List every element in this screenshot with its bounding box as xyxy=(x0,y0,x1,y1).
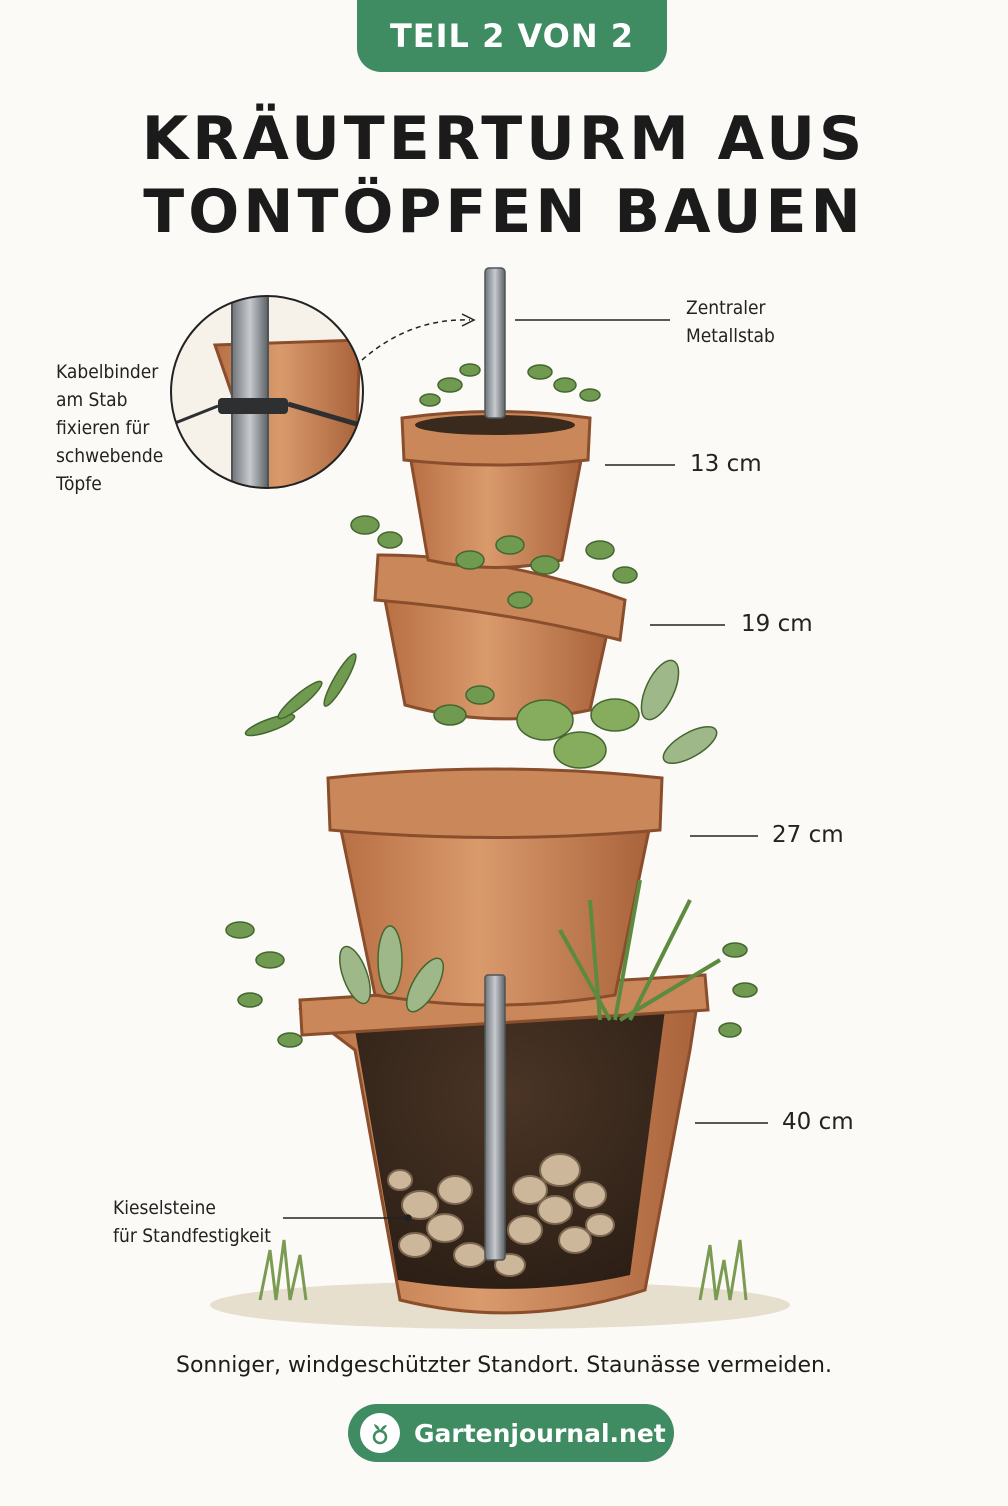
pot-size-13cm: 13 cm xyxy=(690,451,762,477)
stones-label-line-2: für Standfestigkeit xyxy=(113,1225,271,1247)
part-badge: TEIL 2 VON 2 xyxy=(357,0,667,72)
central-metal-rod xyxy=(484,267,506,419)
pot-size-40cm: 40 cm xyxy=(782,1109,854,1135)
zip-tie-detail-inset xyxy=(170,295,476,489)
pot-19cm xyxy=(373,553,627,721)
location-tip: Sonniger, windgeschützter Standort. Stau… xyxy=(175,1353,832,1378)
pot-27cm-rim xyxy=(326,767,664,839)
zip-tie-label-line-1: Kabelbinder xyxy=(56,361,159,383)
brand-pill[interactable]: Gartenjournal.net xyxy=(348,1404,674,1462)
pot-size-27cm: 27 cm xyxy=(772,822,844,848)
leader-lines xyxy=(283,319,768,1222)
part-badge-text: TEIL 2 VON 2 xyxy=(389,17,635,55)
central-metal-rod-cutaway xyxy=(484,974,506,1261)
pot-13cm xyxy=(400,410,592,569)
rod-label: Zentraler Metallstab xyxy=(686,294,775,350)
pot-size-19cm: 19 cm xyxy=(741,611,813,637)
zip-tie-label-line-5: Töpfe xyxy=(56,473,102,495)
sprout-logo-icon xyxy=(360,1413,400,1453)
stones-label: Kieselsteine für Standfestigkeit xyxy=(113,1194,271,1250)
rod-label-line-1: Zentraler xyxy=(686,297,766,319)
stones-label-line-1: Kieselsteine xyxy=(113,1197,216,1219)
zip-tie-label-line-3: fixieren für xyxy=(56,417,150,439)
herb-plants xyxy=(225,363,758,1048)
pot-27cm xyxy=(326,767,664,1007)
page-title-line-2: TONTÖPFEN BAUEN xyxy=(143,177,865,247)
brand-name: Gartenjournal.net xyxy=(414,1418,666,1448)
zip-tie-label: Kabelbinder am Stab fixieren für schwebe… xyxy=(56,358,163,498)
inset-arrow xyxy=(361,319,471,361)
page-title-line-1: KRÄUTERTURM AUS xyxy=(141,104,867,174)
rod-label-line-2: Metallstab xyxy=(686,325,775,347)
pebbles xyxy=(387,1153,615,1277)
zip-tie-label-line-2: am Stab xyxy=(56,389,128,411)
zip-tie-label-line-4: schwebende xyxy=(56,445,164,467)
